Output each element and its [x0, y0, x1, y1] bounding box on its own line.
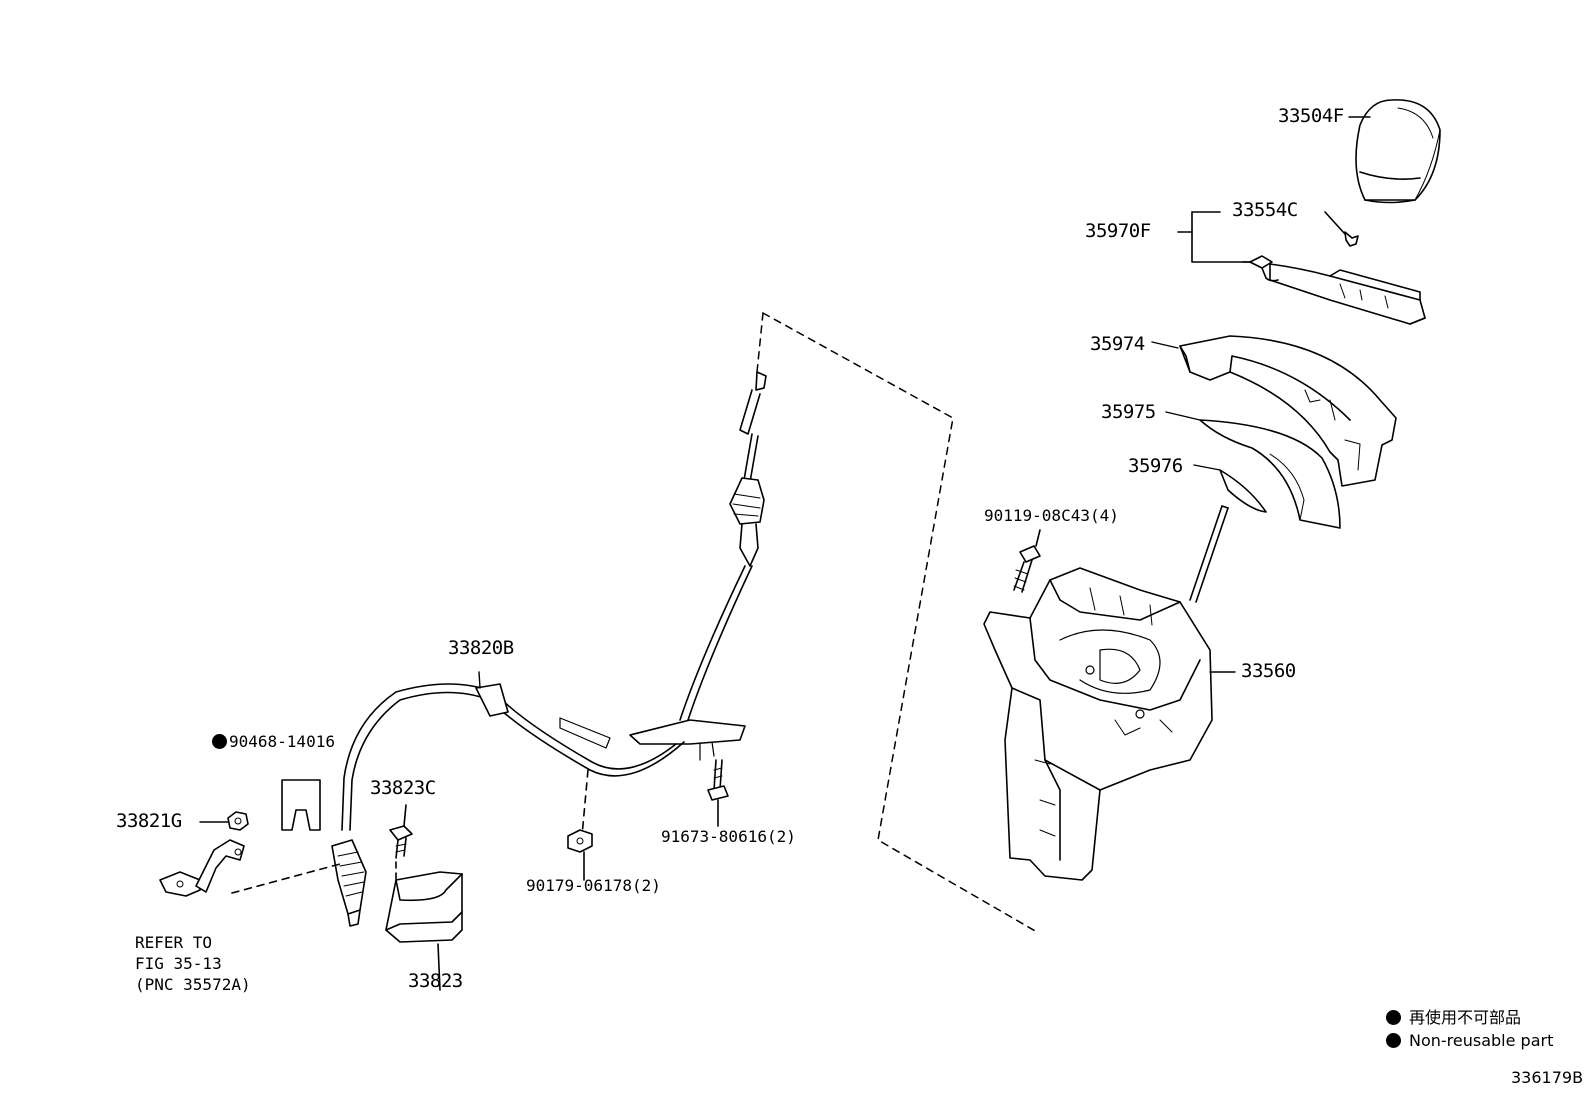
- refer-note-line2: FIG 35-13: [135, 954, 222, 973]
- label-33823: 33823: [408, 970, 463, 992]
- label-35974: 35974: [1090, 333, 1145, 355]
- shift-cable-33820B: [331, 371, 767, 927]
- shifter-assembly-33560: [983, 505, 1229, 881]
- legend-dot-icon: [1386, 1010, 1401, 1025]
- leader-lines: [199, 116, 1371, 823]
- bolt-91673: [707, 759, 729, 827]
- label-35975: 35975: [1101, 401, 1156, 423]
- assembly-dashed-outline: [756, 312, 1038, 933]
- label-90179: 90179-06178(2): [526, 876, 661, 895]
- figure-id: 336179B: [1511, 1068, 1584, 1087]
- non-reusable-marker-icon: [212, 734, 227, 749]
- switch-assembly-35970F: [1242, 231, 1426, 325]
- bolt-33823C: [389, 804, 413, 859]
- label-90468: 90468-14016: [212, 731, 335, 752]
- label-33560: 33560: [1241, 660, 1296, 682]
- label-91673: 91673-80616(2): [661, 827, 796, 846]
- cover-33823: [385, 871, 463, 991]
- legend-dot-icon: [1386, 1033, 1401, 1048]
- plate-35975: [1199, 419, 1341, 529]
- bolt-90119: [1013, 529, 1041, 593]
- label-33821G: 33821G: [116, 810, 182, 832]
- nut-90179: [567, 769, 593, 881]
- legend-en: Non-reusable part: [1386, 1031, 1553, 1050]
- clip-90468: [281, 779, 321, 831]
- plate-35976: [1219, 469, 1267, 513]
- refer-note-line3: (PNC 35572A): [135, 975, 251, 994]
- cover-35974: [1179, 335, 1397, 487]
- bracket-35970F-leader: [1177, 211, 1346, 263]
- label-33504F: 33504F: [1278, 105, 1344, 127]
- label-35976: 35976: [1128, 455, 1183, 477]
- bracket-refer: [159, 839, 245, 897]
- label-33820B: 33820B: [448, 637, 514, 659]
- bracket-dashed-link: [231, 863, 341, 894]
- label-90119: 90119-08C43(4): [984, 506, 1119, 525]
- label-33823C: 33823C: [370, 777, 436, 799]
- refer-note-line1: REFER TO: [135, 933, 213, 952]
- refer-note: REFER TO FIG 35-13 (PNC 35572A): [135, 932, 251, 995]
- nut-33821G: [227, 811, 249, 831]
- shift-knob-33504F: [1355, 99, 1441, 204]
- legend-jp: 再使用不可部品: [1386, 1004, 1521, 1028]
- label-35970F: 35970F: [1085, 220, 1151, 242]
- label-33554C: 33554C: [1232, 199, 1298, 221]
